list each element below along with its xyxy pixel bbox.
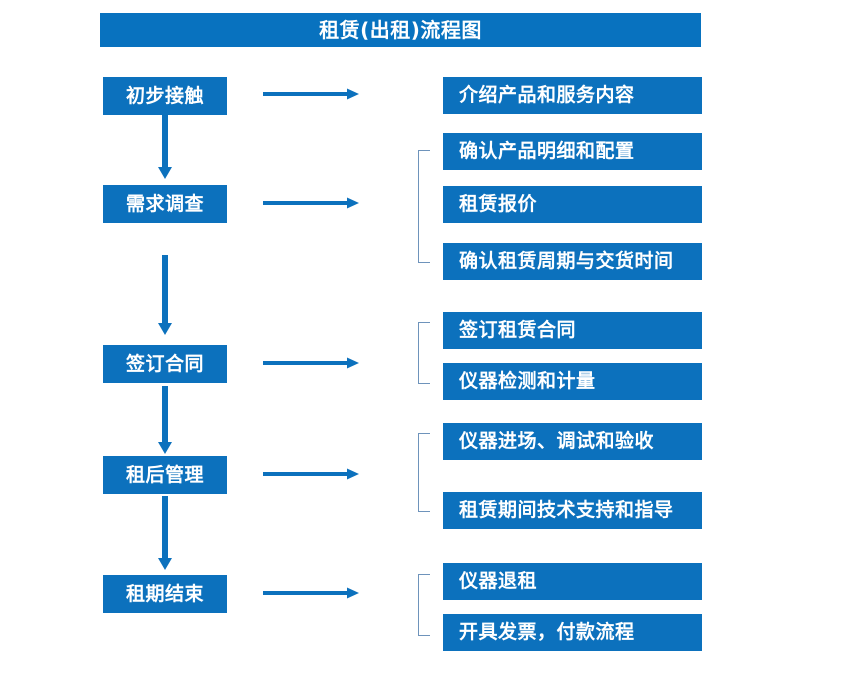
stage-box-4[interactable]: 租后管理 xyxy=(103,456,227,494)
detail-label-5-1: 仪器退租 xyxy=(459,570,538,592)
down-arrow-icon-1 xyxy=(157,115,173,179)
detail-box-2-1[interactable]: 确认产品明细和配置 xyxy=(443,133,702,170)
group-bracket-4 xyxy=(418,433,430,512)
detail-box-3-1[interactable]: 签订租赁合同 xyxy=(443,312,702,349)
group-bracket-3 xyxy=(418,322,430,384)
group-bracket-5 xyxy=(418,574,430,636)
chart-title-bar: 租赁(出租)流程图 xyxy=(100,13,701,47)
stage-label-2: 需求调查 xyxy=(125,192,204,215)
down-arrow-icon-3 xyxy=(157,386,173,454)
detail-box-5-1[interactable]: 仪器退租 xyxy=(443,563,702,600)
detail-box-2-3[interactable]: 确认租赁周期与交货时间 xyxy=(443,243,702,280)
detail-label-3-2: 仪器检测和计量 xyxy=(459,370,596,392)
page-title: 租赁(出租)流程图 xyxy=(319,18,482,42)
stage-label-5: 租期结束 xyxy=(125,582,204,605)
stage-box-2[interactable]: 需求调查 xyxy=(103,185,227,223)
detail-label-4-2: 租赁期间技术支持和指导 xyxy=(459,499,674,521)
right-arrow-icon-2 xyxy=(263,196,359,210)
stage-box-1[interactable]: 初步接触 xyxy=(103,77,227,115)
stage-label-1: 初步接触 xyxy=(125,84,204,107)
detail-label-5-2: 开具发票，付款流程 xyxy=(459,621,635,643)
down-arrow-icon-4 xyxy=(157,496,173,570)
detail-box-5-2[interactable]: 开具发票，付款流程 xyxy=(443,614,702,651)
detail-label-1-1: 介绍产品和服务内容 xyxy=(459,84,635,106)
detail-box-3-2[interactable]: 仪器检测和计量 xyxy=(443,363,702,400)
stage-label-4: 租后管理 xyxy=(125,463,204,486)
detail-label-2-1: 确认产品明细和配置 xyxy=(459,140,635,162)
down-arrow-icon-2 xyxy=(157,255,173,335)
right-arrow-icon-5 xyxy=(263,586,359,600)
detail-box-1-1[interactable]: 介绍产品和服务内容 xyxy=(443,77,702,114)
detail-label-2-3: 确认租赁周期与交货时间 xyxy=(459,250,674,272)
stage-box-5[interactable]: 租期结束 xyxy=(103,575,227,613)
detail-label-3-1: 签订租赁合同 xyxy=(459,319,577,341)
group-bracket-2 xyxy=(418,150,430,263)
detail-label-4-1: 仪器进场、调试和验收 xyxy=(459,430,655,452)
right-arrow-icon-4 xyxy=(263,467,359,481)
detail-box-4-1[interactable]: 仪器进场、调试和验收 xyxy=(443,423,702,460)
detail-box-4-2[interactable]: 租赁期间技术支持和指导 xyxy=(443,492,702,529)
detail-label-2-2: 租赁报价 xyxy=(459,193,538,215)
stage-label-3: 签订合同 xyxy=(125,352,204,375)
right-arrow-icon-3 xyxy=(263,356,359,370)
right-arrow-icon-1 xyxy=(263,87,359,101)
stage-box-3[interactable]: 签订合同 xyxy=(103,345,227,383)
detail-box-2-2[interactable]: 租赁报价 xyxy=(443,186,702,223)
